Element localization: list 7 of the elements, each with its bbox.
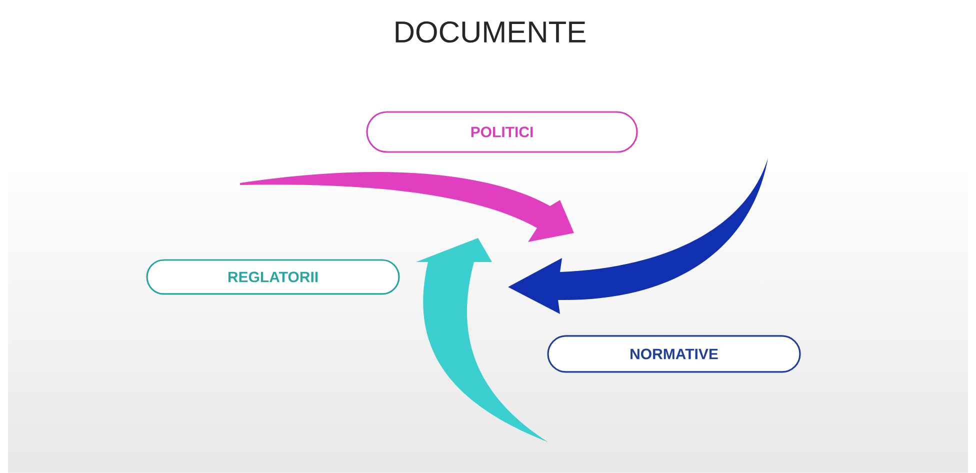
title: DOCUMENTE	[396, 21, 586, 43]
curved-arrow	[240, 172, 574, 242]
pill-box: POLITICI	[366, 111, 638, 153]
curved-arrow	[416, 238, 548, 442]
pill-box: NORMATIVE	[547, 335, 801, 373]
curved-arrow	[508, 158, 768, 314]
pill-box: REGLATORII	[146, 259, 400, 295]
